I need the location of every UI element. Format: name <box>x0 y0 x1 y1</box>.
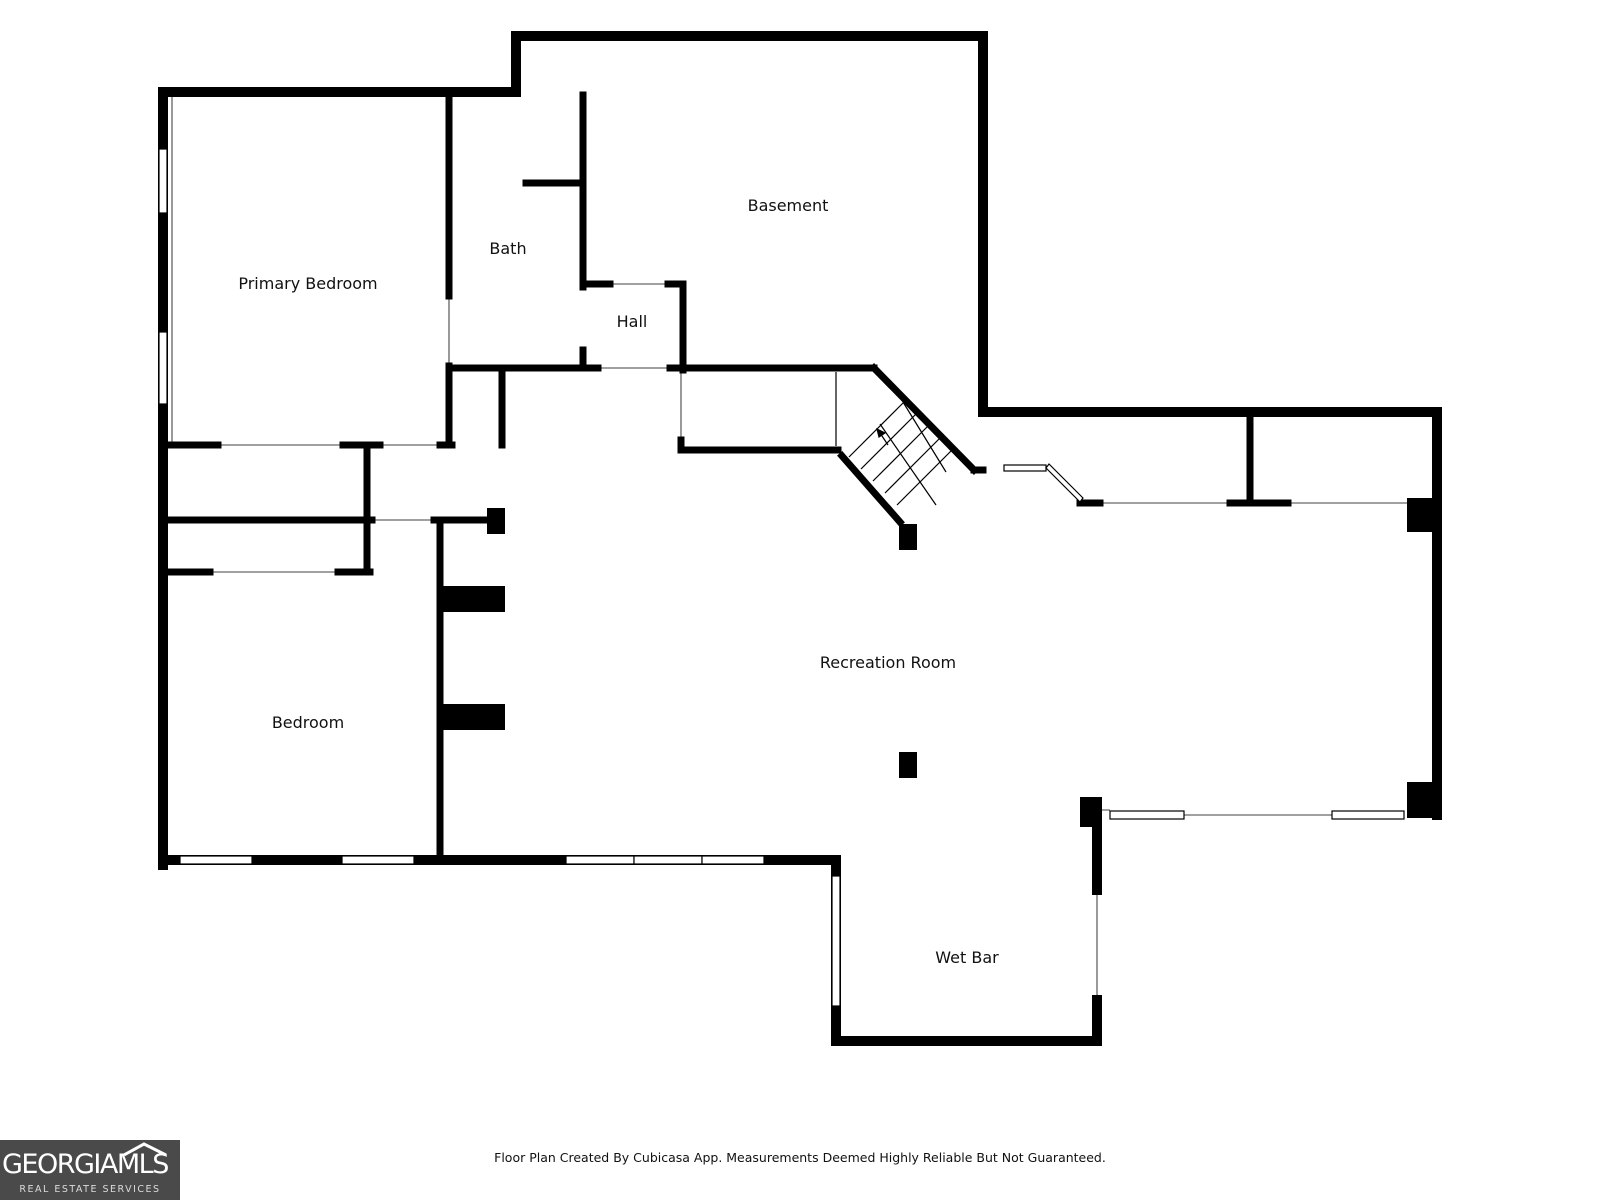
windows <box>158 148 1405 1007</box>
room-label-basement: Basement <box>748 196 829 215</box>
roof-icon <box>123 1142 167 1156</box>
room-label-bedroom: Bedroom <box>272 713 344 732</box>
logo-tagline: REAL ESTATE SERVICES <box>19 1184 161 1195</box>
stairs <box>835 372 953 506</box>
exterior-walls <box>158 31 1442 1046</box>
georgia-mls-logo: GEORGIAMLS REAL ESTATE SERVICES <box>0 1140 180 1200</box>
interior-walls <box>162 91 1292 861</box>
room-label-hall: Hall <box>617 312 648 331</box>
floor-plan-disclaimer: Floor Plan Created By Cubicasa App. Meas… <box>494 1150 1106 1165</box>
openings <box>171 97 1407 1000</box>
room-label-wet-bar: Wet Bar <box>935 948 999 967</box>
room-label-primary-bedroom: Primary Bedroom <box>238 274 377 293</box>
logo-name: GEORGIAMLS <box>2 1149 169 1180</box>
columns <box>440 498 1437 827</box>
room-label-recreation-room: Recreation Room <box>820 653 956 672</box>
room-label-bath: Bath <box>489 239 526 258</box>
